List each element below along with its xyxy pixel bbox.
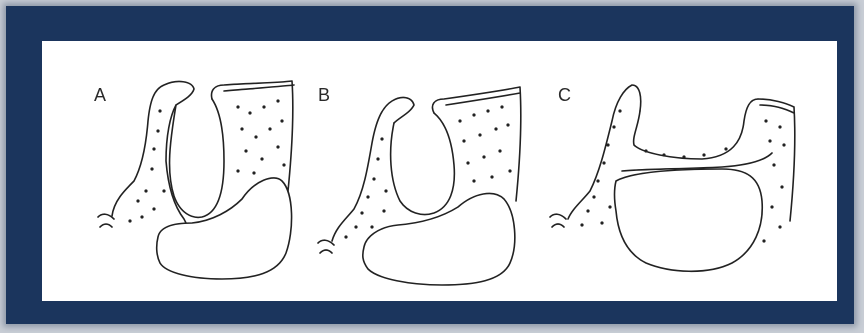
label-c: C xyxy=(558,85,571,105)
socket-wall-right-b xyxy=(432,87,520,201)
socket-wall-left-a xyxy=(112,82,194,241)
socket-cavity-a xyxy=(170,99,224,217)
anatomical-diagram: A xyxy=(42,41,837,301)
condyle-b xyxy=(363,193,515,285)
diagram-b: B xyxy=(318,85,521,285)
diagram-c: C xyxy=(550,85,795,271)
socket-floor-c xyxy=(634,99,758,159)
label-b: B xyxy=(318,85,330,105)
condyle-c xyxy=(615,169,763,271)
figure-frame: A xyxy=(6,6,854,324)
socket-wall-right-c xyxy=(758,99,795,221)
label-a: A xyxy=(94,85,106,105)
diagram-a: A xyxy=(94,81,294,279)
ligament-a xyxy=(98,214,114,227)
figure-panel: A xyxy=(42,41,837,301)
ligament-c xyxy=(550,214,566,227)
socket-wall-left-b xyxy=(332,98,414,241)
socket-inner-c xyxy=(622,153,772,171)
condyle-a xyxy=(157,178,292,279)
ligament-b xyxy=(318,240,334,253)
socket-cavity-b xyxy=(391,113,455,215)
